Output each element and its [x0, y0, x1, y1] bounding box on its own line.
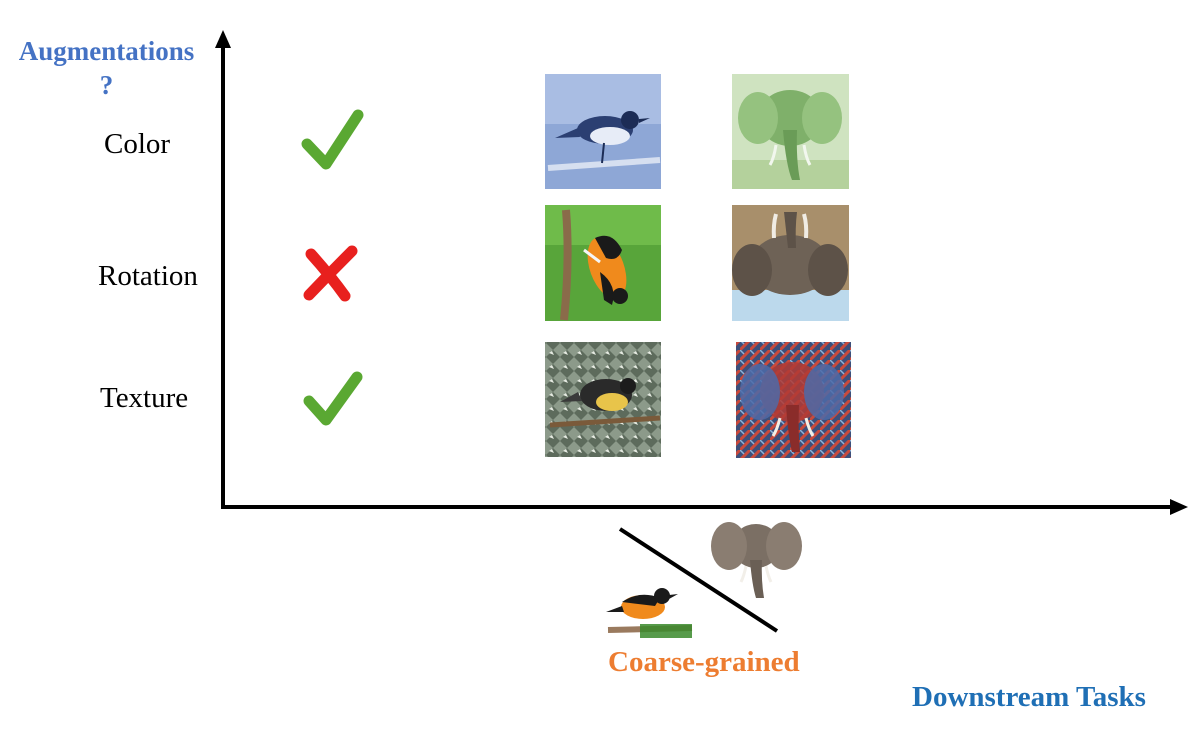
- elephant-icon: [711, 522, 802, 598]
- y-axis-title: Augmentations ?: [4, 34, 209, 102]
- y-axis-title-line1: Augmentations: [18, 36, 195, 66]
- row-label-color: Color: [104, 128, 171, 160]
- x-axis: [221, 499, 1188, 515]
- legend-caption: Coarse-grained: [608, 646, 800, 678]
- check-icon: [303, 371, 363, 426]
- row-label-texture: Texture: [100, 382, 189, 414]
- bird-icon: [606, 588, 693, 638]
- x-axis-title: Downstream Tasks: [912, 681, 1146, 713]
- bird-color-image: [545, 74, 661, 189]
- check-icon: [301, 109, 364, 170]
- elephant-texture-image: [736, 342, 851, 458]
- legend-divider: [618, 527, 779, 633]
- y-axis: [215, 30, 231, 507]
- row-label-rotation: Rotation: [98, 260, 198, 292]
- elephant-rotated-image: [732, 205, 849, 321]
- bird-rotated-image: [545, 205, 661, 321]
- bird-texture-image: [545, 342, 661, 457]
- elephant-color-image: [732, 74, 849, 189]
- cross-icon: [303, 245, 358, 302]
- y-axis-title-line2: ?: [99, 70, 114, 100]
